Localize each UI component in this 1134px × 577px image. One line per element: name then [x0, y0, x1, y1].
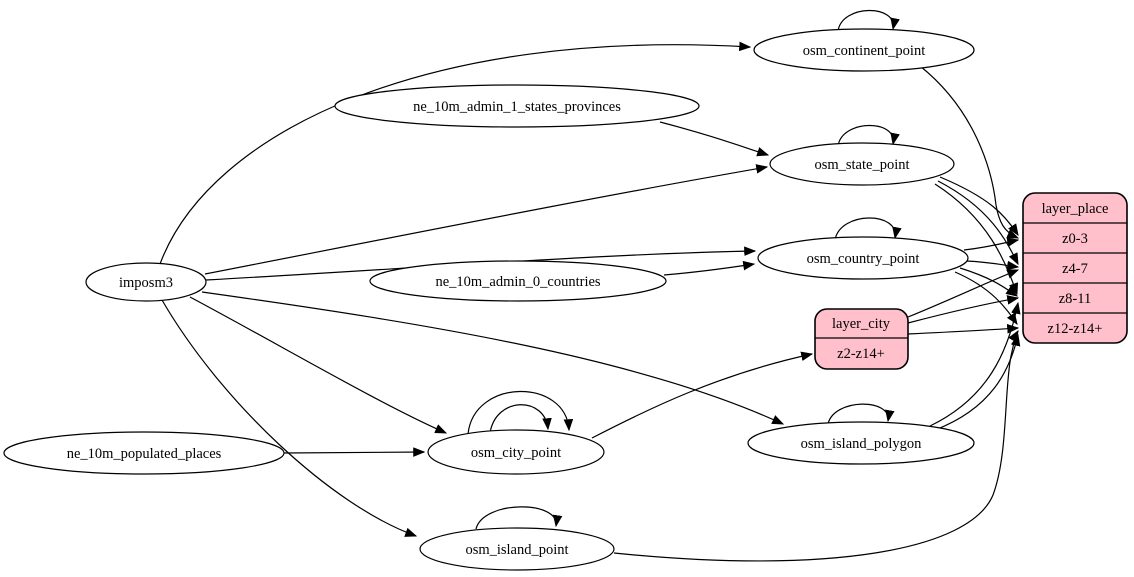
state-ellipse: [769, 142, 955, 186]
node-ne_10m_admin_0_countries: ne_10m_admin_0_countries: [369, 260, 667, 302]
layer_place-row-z8-11: z8-11: [1059, 291, 1091, 307]
edge-layer_city-layer_place_z12-z14: [907, 323, 1020, 335]
node-imposm3: imposm3: [85, 262, 207, 302]
self-loop-inner-osm_city_point: [489, 404, 552, 434]
ne_pop-label: ne_10m_populated_places: [67, 446, 222, 462]
edge-osm_continent_point-layer_place_z0-3: [919, 65, 1020, 239]
layer_city-title: layer_city: [832, 316, 891, 332]
edge-imposm3-osm_city_point: [189, 296, 448, 434]
node-osm_continent_point: osm_continent_point: [753, 28, 975, 72]
record-layer_place: layer_place z0-3 z4-7 z8-11 z12-z14+: [1022, 192, 1128, 344]
edge-osm_country_point-layer_place_z4-7: [965, 260, 1020, 271]
layer_place-row-z0-3: z0-3: [1062, 231, 1088, 247]
edge-osm_state_point-layer_place_z0-3: [939, 176, 1019, 237]
edge-osm_island_polygon-layer_place_z8-11: [929, 301, 1021, 427]
layer_city-row-z2-z14: z2-z14+: [837, 346, 885, 362]
edge-osm_city_point-layer_city_z2: [591, 351, 814, 439]
node-osm_state_point: osm_state_point: [769, 142, 955, 186]
island_polygon-label: osm_island_polygon: [801, 436, 923, 452]
edge-osm_state_point-layer_place_z8-11: [934, 183, 1019, 296]
imposm3-ellipse: [85, 262, 207, 302]
edge-osm_island_polygon-layer_place_z12-z14: [934, 333, 1021, 431]
continent-ellipse: [753, 28, 975, 72]
node-osm_island_point: osm_island_point: [419, 527, 615, 571]
imposm3-label: imposm3: [119, 275, 173, 291]
edge-imposm3-osm_continent_point: [159, 41, 752, 265]
layer_place-box: [1022, 192, 1128, 344]
edge-ne_10m_admin_1-osm_state_point: [659, 121, 770, 157]
edge-imposm3-osm_island_polygon: [201, 291, 785, 425]
island_point-label: osm_island_point: [465, 542, 568, 558]
island_polygon-ellipse: [747, 421, 975, 465]
self-loop-osm_island_point: [475, 506, 563, 530]
layer_place-row-z12-z14: z12-z14+: [1048, 321, 1103, 337]
self-loop-osm_state_point: [837, 124, 900, 147]
country-label: osm_country_point: [807, 251, 920, 267]
self-loop-outer-osm_city_point: [467, 390, 574, 435]
island_point-ellipse: [419, 527, 615, 571]
record-layer_city: layer_city z2-z14+: [814, 308, 909, 370]
node-ne_10m_populated_places: ne_10m_populated_places: [3, 431, 285, 475]
ne_admin1-ellipse: [334, 84, 700, 128]
edge-layer_city-layer_place_z4-7: [907, 269, 1020, 318]
node-ne_10m_admin_1_states_provinces: ne_10m_admin_1_states_provinces: [334, 84, 700, 128]
self-loop-osm_continent_point: [837, 9, 900, 32]
node-osm_city_point: osm_city_point: [427, 429, 605, 475]
self-loop-osm_island_polygon: [827, 403, 895, 425]
node-osm_island_polygon: osm_island_polygon: [747, 421, 975, 465]
edge-ne_10m_populated_places-osm_city_point: [283, 447, 426, 457]
edge-imposm3-osm_state_point: [204, 164, 769, 275]
continent-label: osm_continent_point: [803, 43, 925, 59]
node-osm_country_point: osm_country_point: [757, 236, 969, 280]
state-label: osm_state_point: [814, 157, 909, 173]
self-loop-osm_country_point: [834, 217, 902, 241]
ne_pop-ellipse: [3, 431, 285, 475]
edge-layer_city-layer_place_z8-11: [907, 295, 1020, 324]
edge-imposm3-osm_island_point: [161, 299, 418, 537]
country-ellipse: [757, 236, 969, 280]
edge-osm_country_point-layer_place_z8-11: [959, 267, 1018, 297]
layer_city-box: [814, 308, 909, 370]
edge-osm_state_point-layer_place_z4-7: [937, 180, 1019, 266]
layer_place-title: layer_place: [1042, 201, 1109, 217]
edge-osm_country_point-layer_place_z12-z14: [954, 271, 1018, 325]
ne_admin0-ellipse: [369, 260, 667, 302]
layer_place-row-z4-7: z4-7: [1062, 261, 1088, 277]
city-ellipse: [427, 429, 605, 475]
edge-osm_island_point-layer_place_z12-z14: [613, 329, 1019, 562]
city-label: osm_city_point: [471, 445, 561, 461]
edge-ne_10m_admin_0-osm_country_point: [663, 260, 756, 276]
ne_admin1-label: ne_10m_admin_1_states_provinces: [413, 99, 621, 115]
edge-group: [159, 9, 1021, 562]
ne_admin0-label: ne_10m_admin_0_countries: [435, 274, 600, 290]
edge-osm_country_point-layer_place_z0-3: [963, 237, 1020, 251]
